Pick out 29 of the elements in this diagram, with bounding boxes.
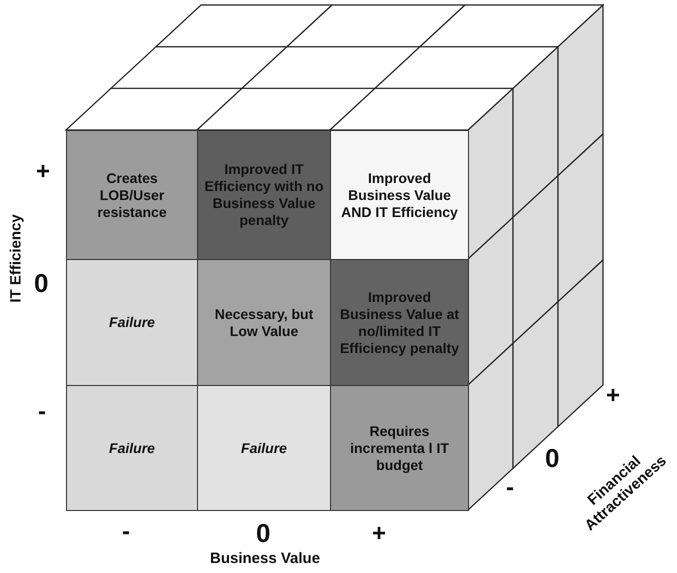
- matrix-cell: [330, 130, 469, 260]
- axis-tick-label: +: [36, 158, 50, 186]
- matrix-cell: [330, 259, 469, 386]
- axis-tick-label: 0: [34, 268, 48, 299]
- axis-tick-label: -: [506, 474, 514, 502]
- matrix-cell: [197, 259, 331, 386]
- axis-title: Business Value: [210, 550, 320, 567]
- axis-tick-label: +: [606, 382, 620, 410]
- matrix-cell: [330, 385, 469, 511]
- cell-text: Failure: [108, 438, 156, 458]
- axis-tick-label: 0: [545, 443, 560, 474]
- matrix-cell: [66, 385, 198, 511]
- cell-text: Improved IT Efficiency with no Business Value penalty: [203, 160, 324, 230]
- matrix-cell: [197, 130, 331, 260]
- axis-tick-label: -: [38, 398, 46, 426]
- cell-text: Creates LOB/User resistance: [96, 168, 168, 222]
- cell-text: Failure: [240, 438, 288, 458]
- axis-tick-label: +: [372, 520, 386, 548]
- matrix-cell: [197, 385, 331, 511]
- cell-text: Requires incrementa l IT budget: [349, 422, 450, 475]
- axis-title: IT Efficiency: [8, 214, 25, 303]
- matrix-cell: [66, 130, 198, 260]
- cell-text: Improved Business Value at no/limited IT Efficiency penalty: [338, 288, 460, 358]
- axis-tick-label: -: [122, 518, 130, 546]
- cell-text: Failure: [108, 313, 156, 332]
- cell-text: Improved Business Value AND IT Efficiency: [340, 168, 459, 222]
- matrix-cell: [66, 259, 198, 386]
- cell-text: Necessary, but Low Value: [214, 304, 314, 340]
- axis-tick-label: 0: [256, 518, 270, 549]
